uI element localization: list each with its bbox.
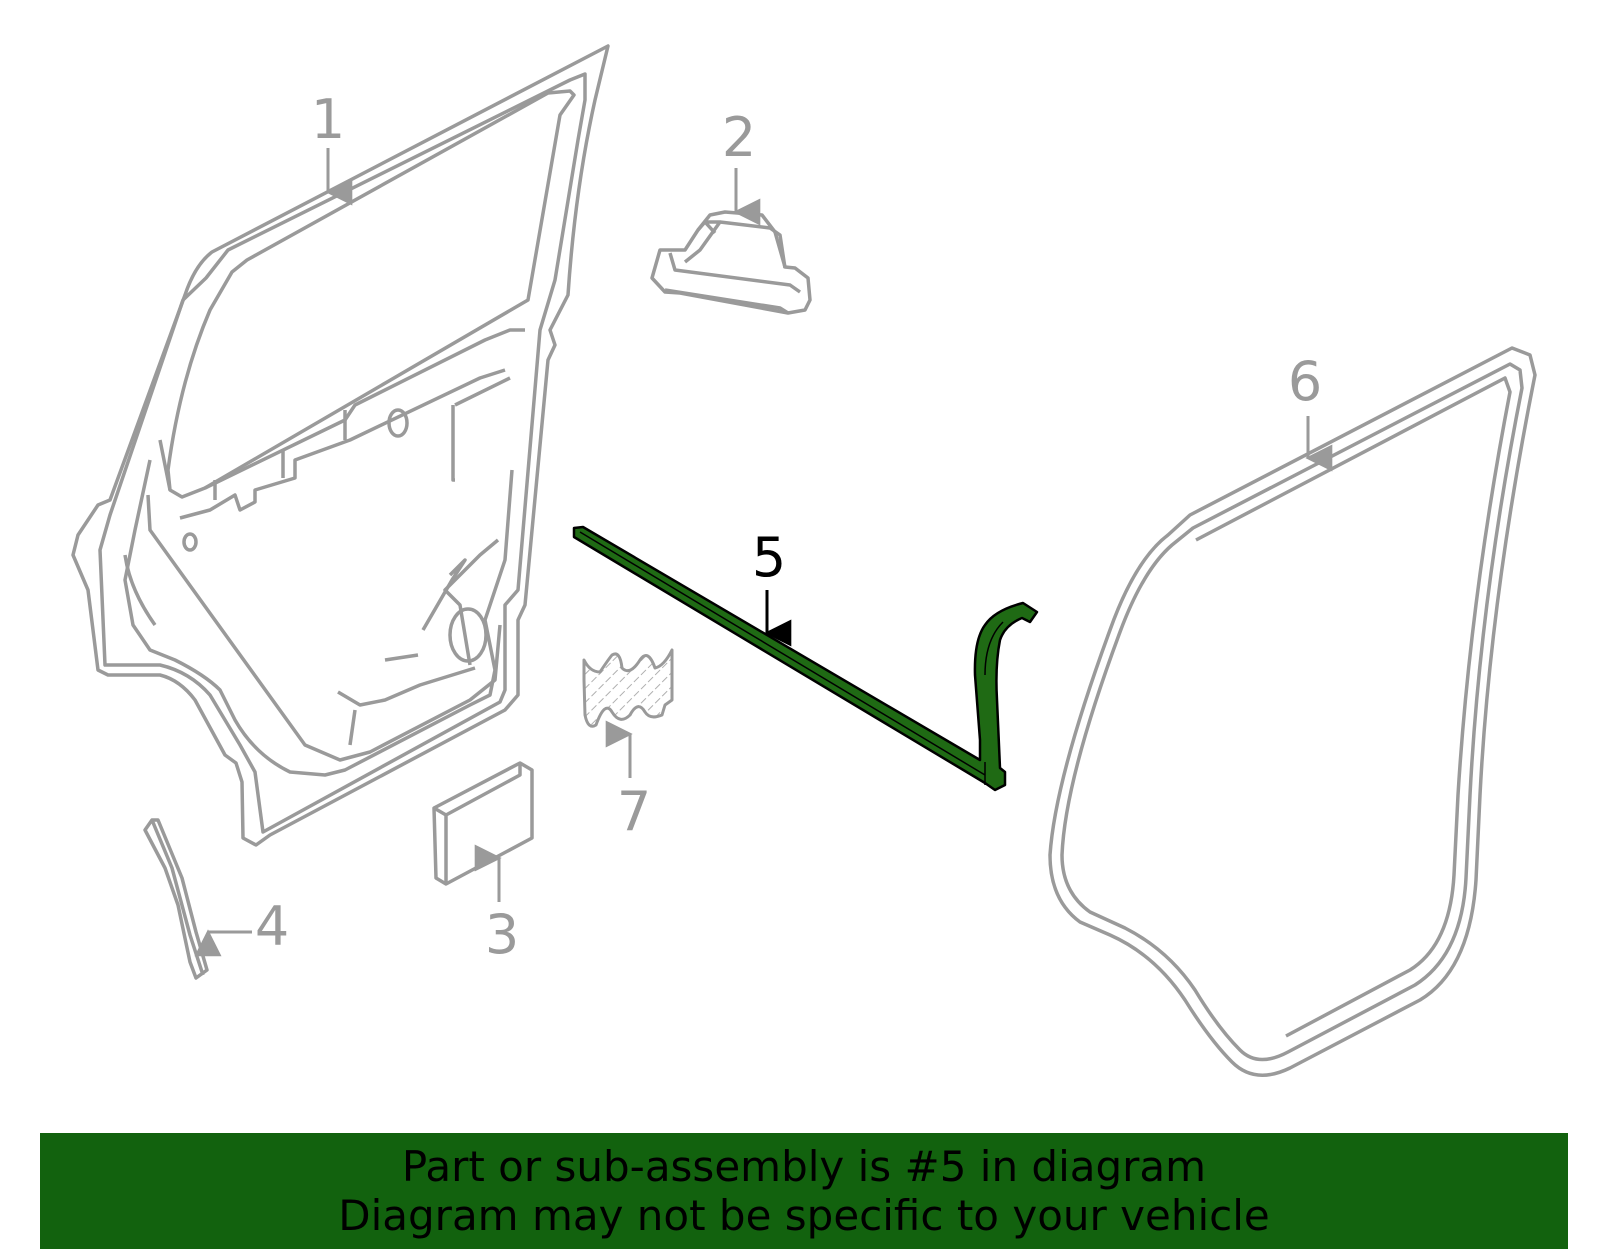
callout-3: 3 xyxy=(485,903,519,966)
part-5-weatherstrip xyxy=(572,525,1039,792)
info-banner: Part or sub-assembly is #5 in diagram Di… xyxy=(40,1133,1568,1249)
part-7-insulator xyxy=(582,648,674,728)
part-3-pad xyxy=(432,761,534,886)
part-1-door-shell xyxy=(71,44,610,847)
callout-7: 7 xyxy=(617,780,651,843)
callout-6: 6 xyxy=(1288,350,1322,413)
callout-5: 5 xyxy=(752,526,786,589)
callout-1: 1 xyxy=(311,88,345,151)
part-2-bracket xyxy=(650,210,812,315)
part-6-door-seal xyxy=(1048,346,1537,1077)
callout-4: 4 xyxy=(255,895,289,958)
banner-line-2: Diagram may not be specific to your vehi… xyxy=(338,1191,1270,1240)
part-4-seal-strip xyxy=(143,818,209,980)
banner-line-1: Part or sub-assembly is #5 in diagram xyxy=(401,1142,1207,1191)
callout-2: 2 xyxy=(722,106,756,169)
